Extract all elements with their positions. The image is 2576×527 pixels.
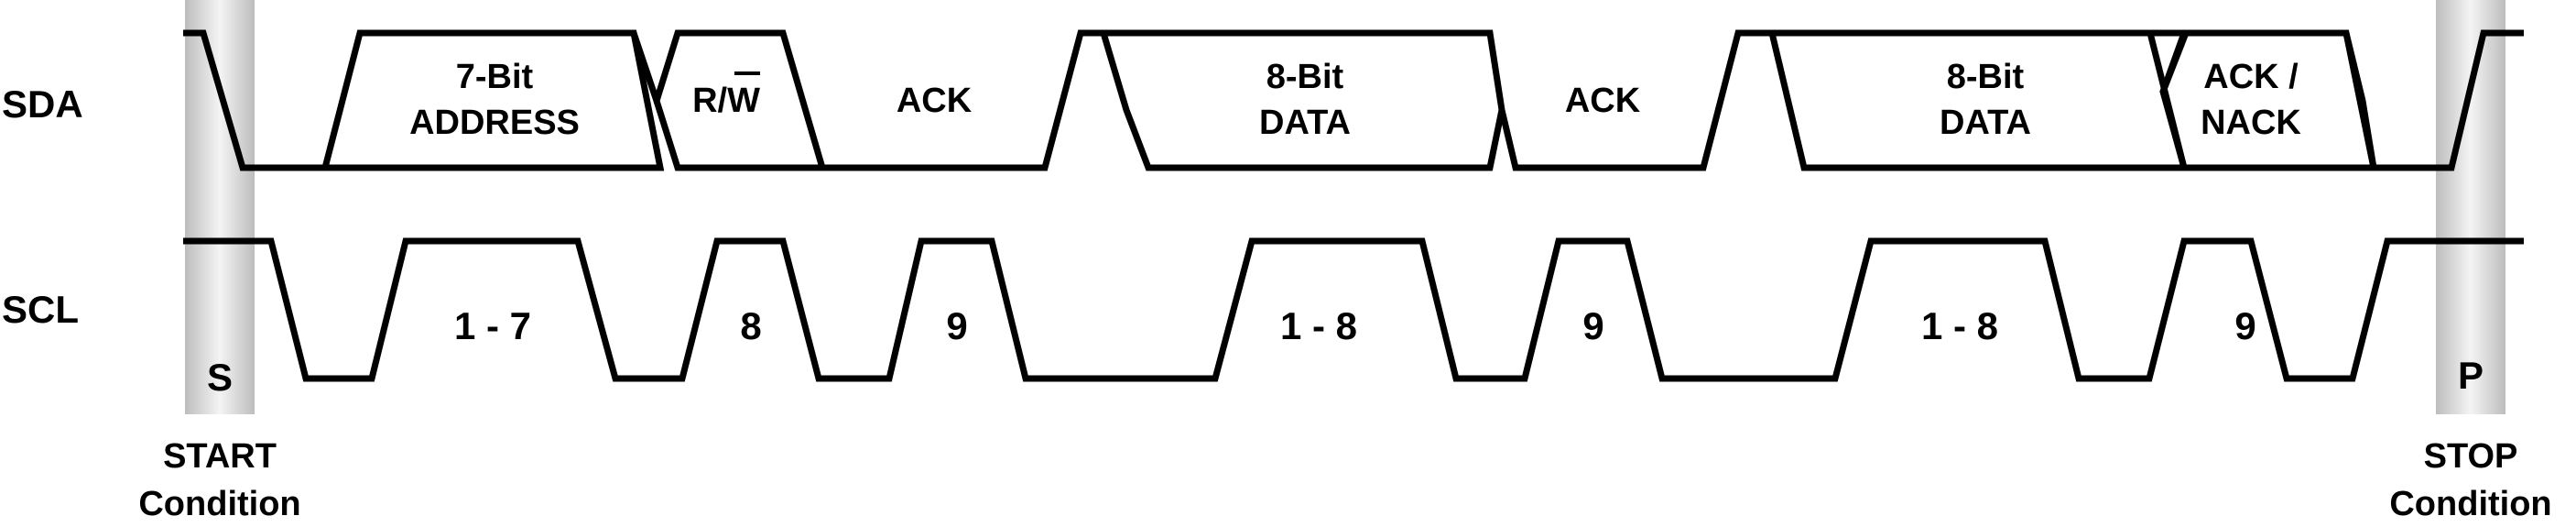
scl-waveform: [183, 237, 2524, 382]
rw-label: R/W: [692, 82, 760, 120]
scl-pulse-9c: 9: [2234, 304, 2255, 347]
start-condition-label-line2: Condition: [138, 485, 300, 523]
acknack-label-line1: ACK /: [2203, 58, 2299, 96]
stop-condition-label-line1: STOP: [2424, 437, 2518, 476]
scl-pulse-1-8a: 1 - 8: [1280, 304, 1357, 347]
sda-waveform: [183, 29, 2524, 171]
address-label-line1: 7-Bit: [456, 58, 534, 96]
scl-pulse-1-8b: 1 - 8: [1921, 304, 1998, 347]
data2-label-line2: DATA: [1940, 104, 2031, 142]
data1-label-line2: DATA: [1259, 104, 1351, 142]
start-symbol: S: [207, 356, 233, 399]
ack-label-2: ACK: [1565, 82, 1641, 120]
data1-label-line1: 8-Bit: [1266, 58, 1344, 96]
acknack-label-line2: NACK: [2201, 104, 2301, 142]
start-condition-label-line1: START: [163, 437, 277, 476]
scl-pulse-9a: 9: [946, 304, 967, 347]
scl-pulse-8: 8: [740, 304, 761, 347]
ack-label-1: ACK: [897, 82, 973, 120]
scl-signal-label: SCL: [2, 288, 79, 331]
address-label-line2: ADDRESS: [409, 104, 580, 142]
stop-condition-band: [2436, 0, 2505, 414]
rw-read-text: R/: [692, 82, 727, 120]
scl-pulse-9b: 9: [1582, 304, 1603, 347]
data2-label-line1: 8-Bit: [1947, 58, 2025, 96]
rw-write-text: W: [727, 82, 760, 120]
start-condition-band: [185, 0, 255, 414]
scl-pulse-1-7: 1 - 7: [454, 304, 531, 347]
sda-signal-label: SDA: [2, 82, 83, 126]
stop-condition-label-line2: Condition: [2389, 485, 2551, 523]
stop-symbol: P: [2458, 354, 2484, 397]
